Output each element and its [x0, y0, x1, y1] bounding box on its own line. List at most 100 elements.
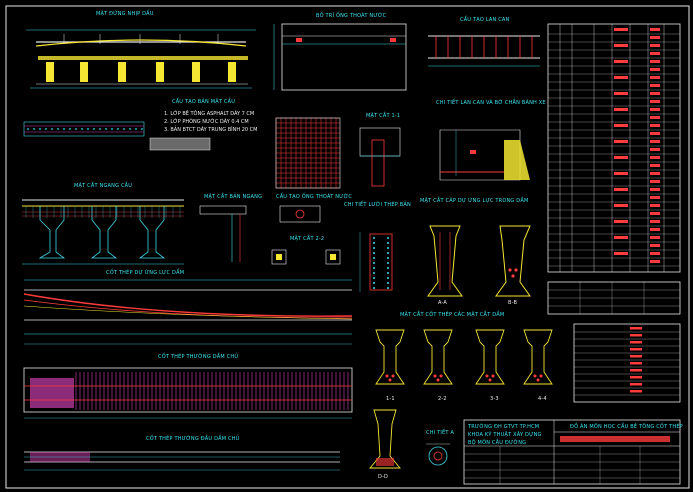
summary-table: [547, 281, 681, 403]
table-cells-mark: [650, 36, 660, 39]
col-dots-mark: [387, 272, 389, 274]
table-cells-mark: [650, 228, 660, 231]
table-cells-mark: [650, 156, 660, 159]
table-cells-mark: [614, 124, 628, 127]
col-dots-mark: [373, 272, 375, 274]
table-cells-mark: [650, 236, 660, 239]
table-cells-mark: [614, 156, 628, 159]
deck-note-2: 2. LỚP PHÒNG NƯỚC DÀY 0.4 CM: [164, 119, 249, 125]
slab-section-title: MẶT CẮT BẢN NGANG: [204, 194, 263, 200]
title-project: ĐỒ ÁN MÔN HỌC CẦU BÊ TÔNG CỐT THÉP: [570, 424, 683, 430]
deck-dots-mark: [141, 128, 143, 130]
detail-a-title: CHI TIẾT A: [426, 430, 455, 436]
table-cells-mark: [650, 60, 660, 63]
drain-detail-title: CẤU TẠO ỐNG THOÁT NƯỚC: [276, 194, 353, 200]
secs-red-mark: [385, 374, 389, 378]
secs-red-mark: [436, 378, 440, 382]
table-cells-mark: [650, 212, 660, 215]
deck-layers-view: [23, 121, 211, 151]
table-cells-mark: [614, 188, 628, 191]
railing-view: [428, 35, 540, 67]
deck-note-1: 1. LỚP BÊ TÔNG ASPHALT DÀY 7 CM: [164, 111, 255, 117]
col-dots-mark: [373, 282, 375, 284]
deck-layers-title: CẤU TẠO BẢN MẶT CẦU: [172, 99, 236, 105]
slab-mesh-view: [275, 117, 341, 189]
table-cells-mark: [650, 244, 660, 247]
rail-curb-detail: [439, 129, 530, 181]
col-dots-mark: [373, 257, 375, 259]
small-details: [271, 205, 341, 265]
col-dots-mark: [373, 237, 375, 239]
table-cells-mark: [650, 108, 660, 111]
table-cells-mark: [614, 140, 628, 143]
col-dots-mark: [373, 277, 375, 279]
secs-red-mark: [439, 374, 443, 378]
section-label-3-3: 3-3: [490, 396, 499, 402]
bridge-cross-section: [22, 199, 184, 265]
cable-profile-view: [23, 279, 353, 345]
secs-mark: [423, 329, 453, 385]
deck-dots-mark: [123, 128, 125, 130]
col-dots-mark: [387, 262, 389, 264]
col-dots-mark: [387, 277, 389, 279]
table-cells-mark: [650, 204, 660, 207]
table2-cells-mark: [630, 341, 642, 344]
drain-layout-title: BỐ TRÍ ỐNG THOÁT NƯỚC: [316, 13, 387, 19]
secs-red-mark: [433, 374, 437, 378]
deck-dots-mark: [63, 128, 65, 130]
table-cells-mark: [650, 180, 660, 183]
table-cells-mark: [650, 76, 660, 79]
beam-sections-1-4: [375, 329, 553, 385]
table2-cells-mark: [630, 327, 642, 330]
deck-dots-mark: [57, 128, 59, 130]
anchor-detail-title: CỐT THÉP THƯỜNG ĐẦU DẦM CHỦ: [146, 436, 240, 442]
table-cells-mark: [614, 60, 628, 63]
table-cells-mark: [650, 84, 660, 87]
table2-cells-mark: [630, 362, 642, 365]
table-cells-mark: [650, 116, 660, 119]
col-dots-mark: [373, 267, 375, 269]
table-cells-mark: [650, 44, 660, 47]
deck-dots-mark: [27, 128, 29, 130]
deck-dots-mark: [99, 128, 101, 130]
prestress-layout-title: MẶT CẮT CÁP DỰ ỨNG LỰC TRONG DẦM: [420, 198, 529, 204]
table-cells-mark: [650, 196, 660, 199]
col-dots-mark: [373, 252, 375, 254]
secs-red-mark: [491, 374, 495, 378]
cable-profile-title: CỐT THÉP DỰ ỨNG LỰC DẦM: [106, 270, 185, 276]
rail-detail-title: CHI TIẾT LAN CAN VÀ BỜ CHẮN BÁNH XE: [436, 100, 546, 106]
table-cells-mark: [614, 92, 628, 95]
cross-section-title: MẶT CẮT NGANG CẦU: [74, 183, 133, 189]
detail-a: [426, 443, 450, 466]
deck-dots-mark: [81, 128, 83, 130]
table-cells-mark: [650, 164, 660, 167]
mesh-title: MẶT CẮT 1-1: [366, 113, 401, 119]
cut-12-title: MẶT CẮT 2-2: [290, 236, 325, 242]
section-label-a-a: A-A: [438, 300, 448, 306]
table-cells-mark: [650, 172, 660, 175]
col-dots-mark: [373, 262, 375, 264]
secs-red-mark: [485, 374, 489, 378]
col-dots-mark: [387, 267, 389, 269]
table-cells-mark: [650, 188, 660, 191]
table-cells-mark: [614, 76, 628, 79]
deck-dots-mark: [93, 128, 95, 130]
beam-sections-title: MẶT CẮT CỐT THÉP CÁC MẶT CẮT DẦM: [400, 312, 505, 318]
col-dots-mark: [373, 247, 375, 249]
table-cells-mark: [614, 28, 628, 31]
deck-dots-mark: [51, 128, 53, 130]
section-label-4-4: 4-4: [538, 396, 547, 402]
beam-sections-ab: [427, 225, 531, 297]
table-cells-mark: [650, 140, 660, 143]
table-cells-mark: [650, 260, 660, 263]
col-dots-mark: [373, 287, 375, 289]
table-cells-mark: [650, 220, 660, 223]
col-dots-mark: [387, 257, 389, 259]
secs-red-mark: [391, 374, 395, 378]
table-cells-mark: [650, 132, 660, 135]
rebar-section-title: CHI TIẾT LƯỚI THÉP BẢN: [344, 202, 411, 208]
quantity-table: [547, 23, 681, 273]
table-cells-mark: [614, 204, 628, 207]
deck-dots-mark: [39, 128, 41, 130]
col-dots-mark: [387, 252, 389, 254]
